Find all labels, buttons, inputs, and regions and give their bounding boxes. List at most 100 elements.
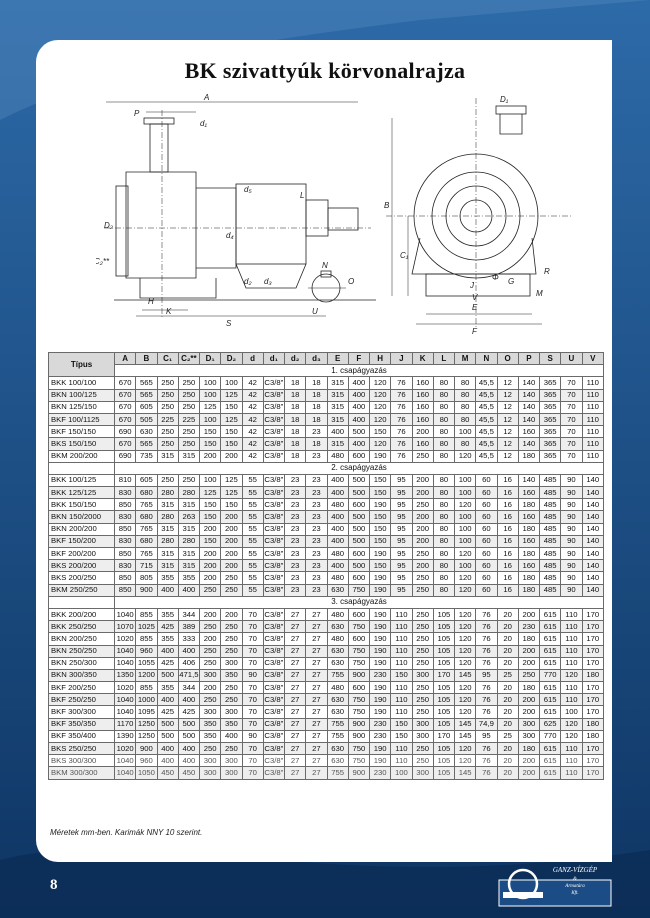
- value-cell: 60: [475, 473, 498, 488]
- value-cell: 23: [283, 534, 307, 549]
- value-cell: 110: [560, 607, 583, 622]
- value-cell: 76: [390, 376, 413, 390]
- value-cell: 400: [156, 583, 179, 597]
- value-cell: 70: [241, 693, 264, 707]
- value-cell: 765: [135, 522, 158, 536]
- value-cell: 280: [177, 534, 201, 549]
- value-cell: 70: [560, 376, 583, 390]
- value-cell: 770: [538, 668, 562, 683]
- section-header-row: 2. csapágyazás: [48, 461, 604, 475]
- value-cell: 355: [156, 681, 179, 695]
- value-cell: 315: [326, 400, 349, 414]
- value-cell: 70: [241, 717, 264, 731]
- value-cell: 120: [453, 656, 477, 670]
- value-cell: 145: [453, 766, 477, 780]
- value-cell: 300: [220, 705, 243, 719]
- value-cell: 315: [326, 376, 349, 390]
- value-cell: 425: [156, 705, 179, 719]
- value-cell: 615: [538, 754, 562, 768]
- value-cell: 80: [432, 498, 456, 512]
- value-cell: 27: [283, 729, 307, 744]
- value-cell: 1095: [135, 705, 158, 719]
- value-cell: 960: [135, 754, 158, 768]
- value-cell: 105: [432, 693, 456, 707]
- value-cell: 110: [390, 656, 413, 670]
- type-cell: BKN 200/200: [48, 522, 115, 536]
- value-cell: C3/8": [262, 522, 286, 536]
- type-cell: BKM 250/250: [48, 583, 115, 597]
- value-cell: 120: [453, 546, 477, 561]
- dim-label-C2: C₂**: [96, 257, 110, 266]
- value-cell: 755: [326, 766, 349, 780]
- value-cell: 105: [432, 717, 456, 731]
- value-cell: 27: [283, 644, 307, 658]
- value-cell: 1040: [113, 754, 137, 768]
- value-cell: 600: [347, 681, 371, 695]
- value-cell: 23: [305, 571, 328, 585]
- value-cell: 95: [390, 546, 413, 561]
- value-cell: 18: [283, 376, 307, 390]
- value-cell: 180: [517, 681, 541, 695]
- value-cell: 500: [347, 510, 371, 524]
- value-cell: 120: [368, 412, 392, 427]
- value-cell: 60: [475, 559, 498, 573]
- value-cell: 70: [241, 754, 264, 768]
- value-cell: C3/8": [262, 437, 286, 451]
- value-cell: 250: [220, 632, 243, 646]
- value-cell: 500: [156, 729, 179, 744]
- value-cell: 23: [283, 486, 307, 500]
- value-cell: 485: [538, 473, 562, 488]
- value-cell: 1390: [113, 729, 137, 744]
- section-header-row: 3. csapágyazás: [48, 595, 604, 609]
- value-cell: C3/8": [262, 620, 286, 634]
- value-cell: 735: [135, 449, 158, 463]
- value-cell: 400: [326, 522, 349, 536]
- value-cell: 16: [496, 522, 519, 536]
- value-cell: 170: [581, 754, 604, 768]
- value-cell: 150: [220, 498, 243, 512]
- value-cell: 400: [177, 644, 201, 658]
- value-cell: 600: [347, 632, 371, 646]
- value-cell: 750: [347, 705, 371, 719]
- value-cell: C3/8": [262, 632, 286, 646]
- column-header: L: [432, 351, 456, 366]
- type-cell: BKF 350/400: [48, 729, 115, 744]
- value-cell: 16: [496, 473, 519, 488]
- value-cell: 365: [538, 388, 562, 402]
- value-cell: 250: [517, 668, 541, 683]
- value-cell: 200: [517, 644, 541, 658]
- value-cell: 400: [177, 693, 201, 707]
- value-cell: 140: [581, 559, 604, 573]
- value-cell: 315: [177, 449, 201, 463]
- value-cell: 95: [390, 498, 413, 512]
- value-cell: 250: [220, 583, 243, 597]
- dim-label-u: U: [312, 307, 318, 316]
- value-cell: 140: [517, 376, 541, 390]
- type-cell: BKN 250/300: [48, 656, 115, 670]
- value-cell: 630: [326, 693, 349, 707]
- value-cell: 450: [156, 766, 179, 780]
- value-cell: 400: [326, 510, 349, 524]
- value-cell: 855: [135, 607, 158, 622]
- value-cell: 900: [135, 583, 158, 597]
- value-cell: 100: [453, 510, 477, 524]
- value-cell: 80: [432, 571, 456, 585]
- value-cell: 100: [453, 425, 477, 439]
- value-cell: 110: [560, 656, 583, 670]
- value-cell: 400: [220, 729, 243, 744]
- section-label: 1. csapágyazás: [114, 364, 604, 378]
- value-cell: 80: [432, 376, 456, 390]
- value-cell: 200: [411, 425, 434, 439]
- value-cell: 27: [283, 668, 307, 683]
- value-cell: 120: [453, 693, 477, 707]
- value-cell: 425: [156, 620, 179, 634]
- front-view: [386, 98, 571, 328]
- value-cell: 27: [283, 717, 307, 731]
- value-cell: 12: [496, 388, 519, 402]
- value-cell: 110: [560, 681, 583, 695]
- value-cell: 315: [326, 412, 349, 427]
- value-cell: 200: [411, 510, 434, 524]
